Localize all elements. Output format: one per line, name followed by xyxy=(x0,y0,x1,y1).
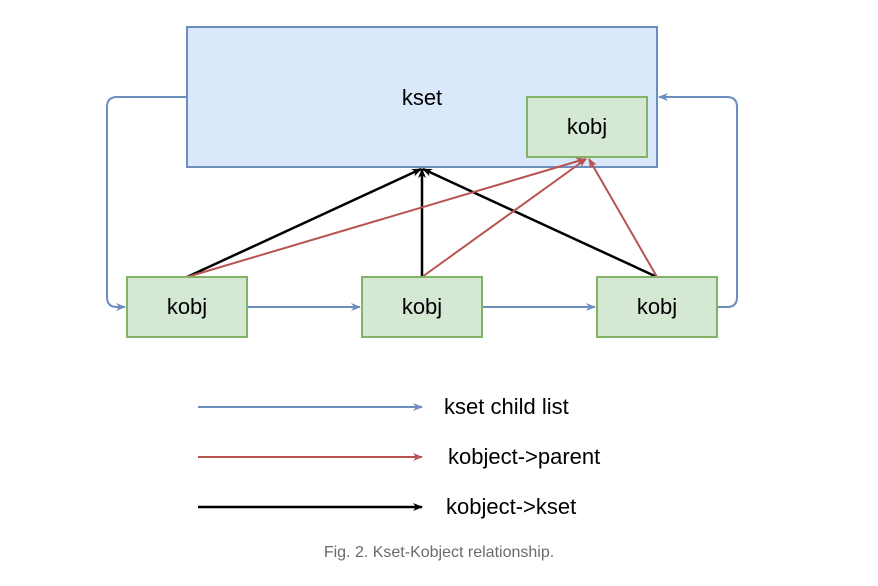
legend-parent-label: kobject->parent xyxy=(448,444,600,469)
parent-arrow-right xyxy=(588,158,658,278)
figure-caption: Fig. 2. Kset-Kobject relationship. xyxy=(323,544,555,561)
legend-child-list-label: kset child list xyxy=(444,394,569,419)
child-list-arrow-right-to-kset xyxy=(658,93,738,308)
parent-arrow-middle xyxy=(421,158,587,278)
kobj-inner-box xyxy=(526,96,648,158)
parent-arrow-left xyxy=(186,157,586,278)
legend-kset-label: kobject->kset xyxy=(446,494,576,519)
kobj-middle-label: kobj xyxy=(402,294,442,319)
kobj-middle-box xyxy=(361,276,483,338)
kobj-left-box xyxy=(126,276,248,338)
kset-label: kset xyxy=(402,85,442,110)
kset-arrow-left xyxy=(186,167,422,279)
kobj-right-label: kobj xyxy=(637,294,677,319)
kobj-right-box xyxy=(596,276,718,338)
child-list-arrow-kset-to-left xyxy=(106,96,187,311)
kset-arrow-right xyxy=(422,167,658,279)
kobj-inner-label: kobj xyxy=(567,114,607,139)
kobj-left-label: kobj xyxy=(167,294,207,319)
legend: kset child list kobject->parent kobject-… xyxy=(198,394,600,519)
